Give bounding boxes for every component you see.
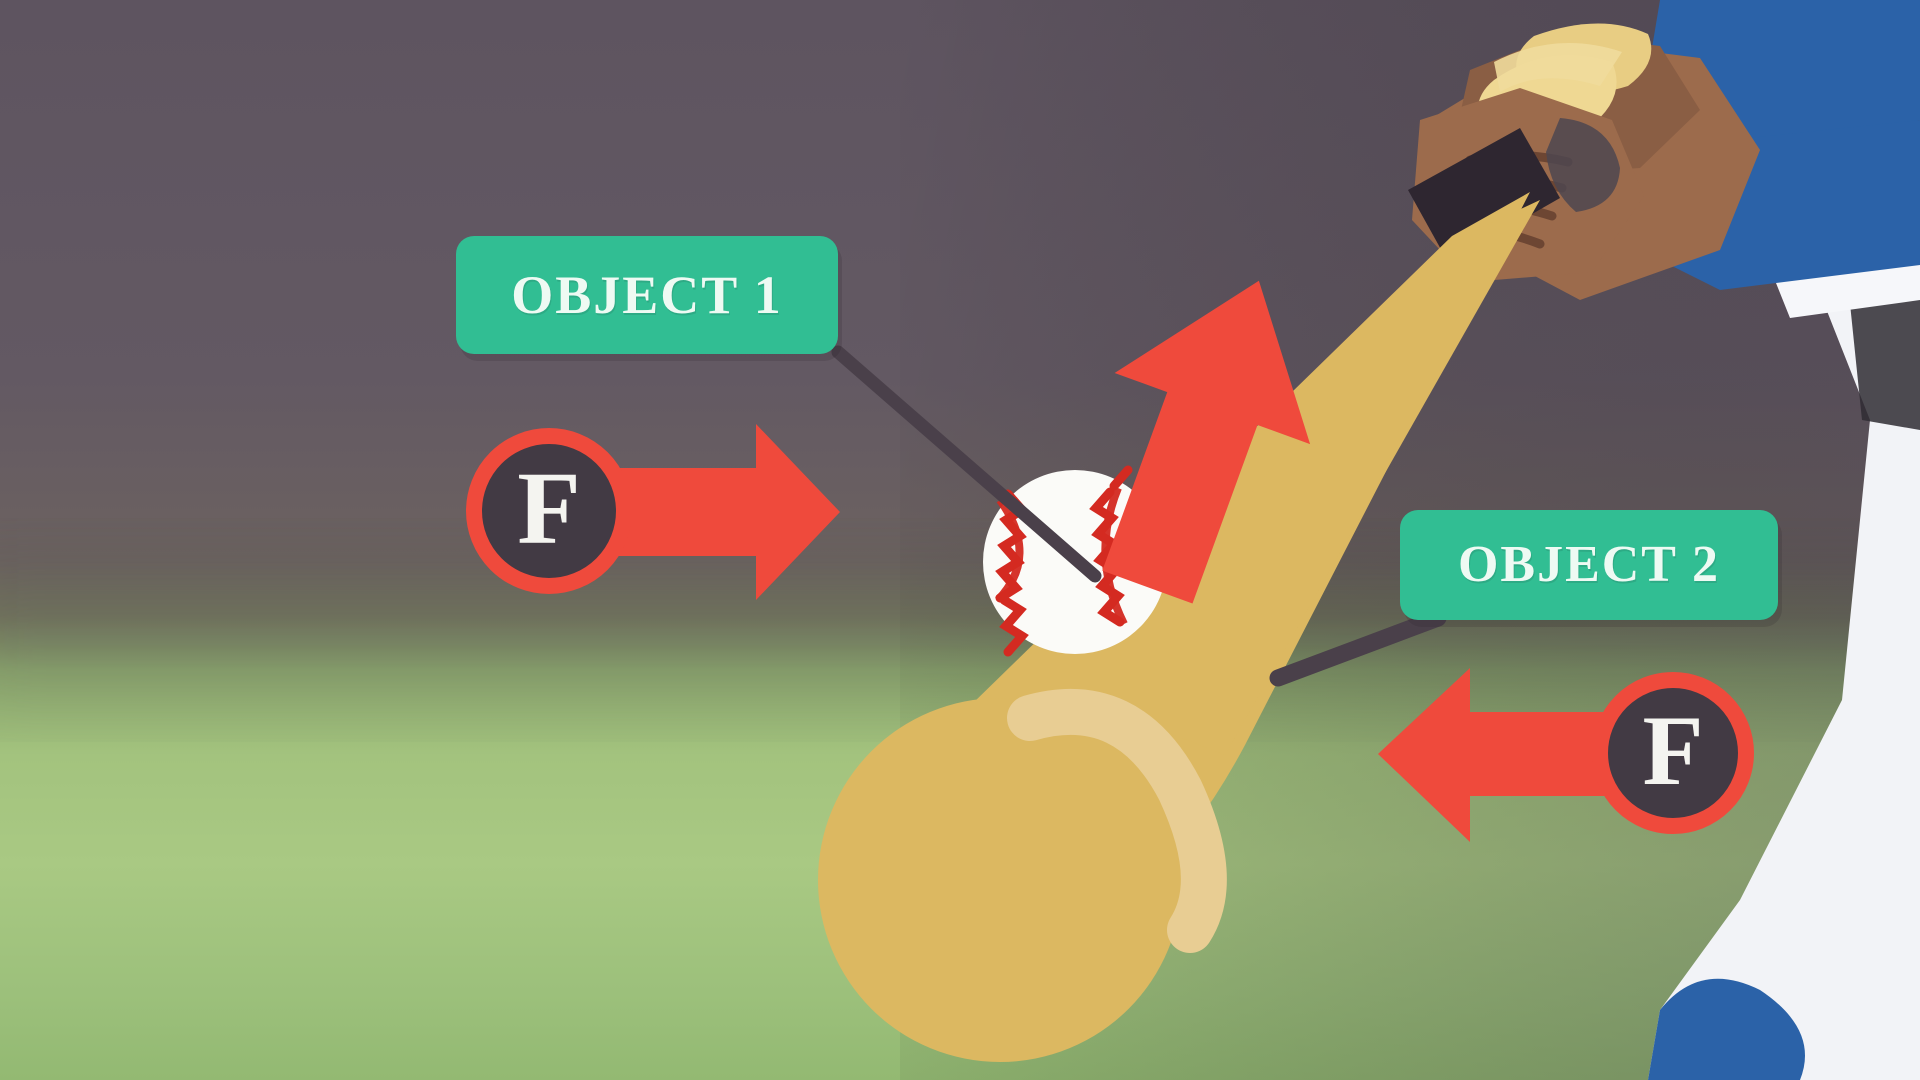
- batter-pants: [1648, 195, 1920, 1080]
- bat-grip: [1408, 128, 1560, 262]
- bat-barrel-end: [818, 698, 1182, 1062]
- batter-knee: [1648, 978, 1805, 1080]
- glove-knob-highlight: [1494, 43, 1622, 92]
- impact-arrow: [1102, 280, 1311, 604]
- force-badge-object-2-letter: F: [1642, 695, 1704, 806]
- force-arrow-right: [600, 424, 840, 600]
- label-object-1-text: OBJECT 1: [511, 265, 783, 325]
- label-object-2[interactable]: OBJECT 2: [1400, 510, 1778, 620]
- leader-line-object-2: [1269, 609, 1447, 687]
- bat-shaft: [1085, 200, 1540, 755]
- force-badge-object-1[interactable]: F: [466, 428, 632, 594]
- bat-highlight: [1007, 688, 1227, 953]
- force-arrow-left: [1378, 668, 1648, 842]
- baseball-seam-curve: [995, 486, 1128, 626]
- force-badge-object-1-letter: F: [517, 451, 581, 566]
- thumb-shadow: [1546, 118, 1620, 212]
- label-object-2-text: OBJECT 2: [1457, 536, 1721, 593]
- label-object-1[interactable]: OBJECT 1: [456, 236, 838, 354]
- force-badge-object-2[interactable]: F: [1592, 672, 1754, 834]
- leader-line-object-1: [831, 345, 1102, 583]
